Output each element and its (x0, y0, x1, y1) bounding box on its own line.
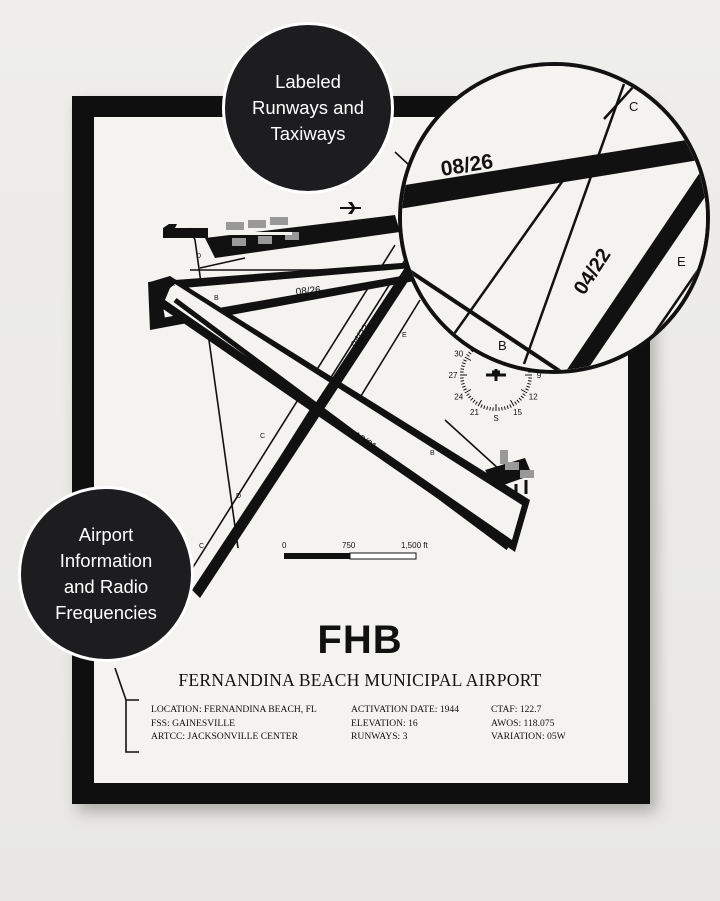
callout-runways-line3: Taxiways (270, 123, 346, 144)
callout-runways-line2: Runways and (251, 97, 365, 118)
hangar-gaps (222, 232, 292, 235)
apron-west (163, 228, 208, 238)
info-location: LOCATION: FERNANDINA BEACH, FL (151, 704, 317, 715)
mag-label-c: C (629, 99, 638, 114)
compass-tick (464, 389, 472, 394)
apron (163, 202, 400, 258)
runway-08-26-inner (160, 268, 414, 318)
label-taxiway-b3: B (430, 450, 435, 457)
compass-tick (477, 399, 482, 407)
info-ctaf: CTAF: 122.7 (491, 704, 542, 715)
taxiway-link (199, 257, 246, 269)
compass-tick (520, 389, 528, 394)
callout-info-line2: Information (59, 550, 153, 571)
compass-tick (516, 399, 520, 403)
compass-tick (480, 404, 483, 408)
compass-tick (474, 401, 478, 405)
compass-tick (518, 397, 522, 401)
info-bracket (114, 667, 139, 753)
compass-tick (462, 385, 466, 388)
label-taxiway-c1: C (383, 265, 388, 272)
info-column-3: CTAF: 122.7 AWOS: 118.075 VARIATION: 05W (491, 703, 566, 744)
scale-bar: 0 750 1,500 ft (282, 541, 428, 560)
compass-label: 12 (529, 393, 538, 402)
taxiway-b-east (444, 419, 501, 471)
compass-tick (483, 405, 486, 409)
info-column-1: LOCATION: FERNANDINA BEACH, FL FSS: GAIN… (151, 703, 317, 744)
callout-runways: Labeled Runways and Taxiways (222, 22, 394, 194)
compass-tick (525, 388, 529, 391)
airport-code: FHB (317, 618, 403, 662)
compass-tick (522, 393, 526, 397)
compass-tick (506, 405, 509, 409)
scale-750: 750 (342, 541, 356, 550)
label-taxiway-b2: B (320, 372, 325, 379)
compass-tick (503, 406, 506, 410)
label-taxiway-a: A (170, 281, 175, 288)
runway-13-31-inner (165, 284, 522, 540)
scale-1500: 1,500 ft (401, 541, 428, 550)
compass-airplane-icon (486, 369, 506, 381)
apron-main (205, 215, 400, 258)
info-column-2: ACTIVATION DATE: 1944 ELEVATION: 16 RUNW… (351, 703, 459, 744)
label-taxiway-c3: C (199, 543, 204, 550)
compass-tick (460, 380, 465, 382)
mag-label-b: B (498, 338, 507, 353)
compass-tick (463, 388, 467, 391)
compass-tick (509, 404, 512, 408)
compass-tick (527, 382, 531, 385)
runway-13-31-edge (173, 297, 510, 551)
compass-tick (526, 385, 530, 388)
compass-tick (470, 397, 474, 401)
label-taxiway-c2: C (260, 433, 265, 440)
compass-label: S (493, 414, 498, 423)
callout-info-line1: Airport (78, 524, 134, 545)
compass-tick (514, 401, 518, 405)
compass-tick (461, 382, 465, 385)
info-runways: RUNWAYS: 3 (351, 731, 408, 742)
scale-zero: 0 (282, 541, 287, 550)
label-taxiway-d1: D (196, 253, 201, 260)
callout-runways-line1: Labeled (275, 71, 341, 92)
mag-label-e: E (677, 254, 686, 269)
compass-tick (527, 380, 532, 382)
apron-southeast (485, 450, 534, 496)
info-activation: ACTIVATION DATE: 1944 (351, 704, 460, 715)
info-artcc: ARTCC: JACKSONVILLE CENTER (151, 731, 299, 742)
compass-label: 21 (470, 408, 479, 417)
compass-label: 9 (537, 371, 542, 380)
label-taxiway-b1: B (214, 295, 219, 302)
compass-label: 15 (513, 408, 522, 417)
compass-label: 24 (454, 393, 463, 402)
compass-tick (466, 393, 470, 397)
magnifier-circle: 08/26 04/22 C E B (398, 62, 710, 374)
airport-name: FERNANDINA BEACH MUNICIPAL AIRPORT (178, 670, 542, 690)
compass-tick (510, 399, 515, 407)
runway-04-22 (192, 260, 418, 598)
info-elevation: ELEVATION: 16 (351, 717, 418, 729)
info-variation: VARIATION: 05W (491, 731, 566, 742)
magnifier-diagram: 08/26 04/22 C E B (402, 66, 706, 370)
hangars (226, 217, 299, 246)
compass-label: 27 (449, 371, 458, 380)
compass-tick (486, 406, 489, 410)
callout-info-line4: Frequencies (55, 602, 157, 623)
info-fss: FSS: GAINESVILLE (151, 717, 235, 729)
airplane-icon (340, 202, 361, 214)
taxiway-c-line (189, 244, 396, 573)
callout-info-line3: and Radio (63, 576, 149, 597)
label-08-26: 08/26 (295, 285, 321, 298)
compass-tick (501, 406, 503, 411)
compass-tick (489, 406, 491, 411)
airplane-icon-small (163, 224, 177, 228)
callout-info: Airport Information and Radio Frequencie… (18, 486, 194, 662)
compass-tick (472, 399, 476, 403)
compass-tick (468, 395, 472, 399)
compass-tick (520, 395, 524, 399)
info-awos: AWOS: 118.075 (491, 717, 555, 729)
label-taxiway-d2: D (236, 493, 241, 500)
